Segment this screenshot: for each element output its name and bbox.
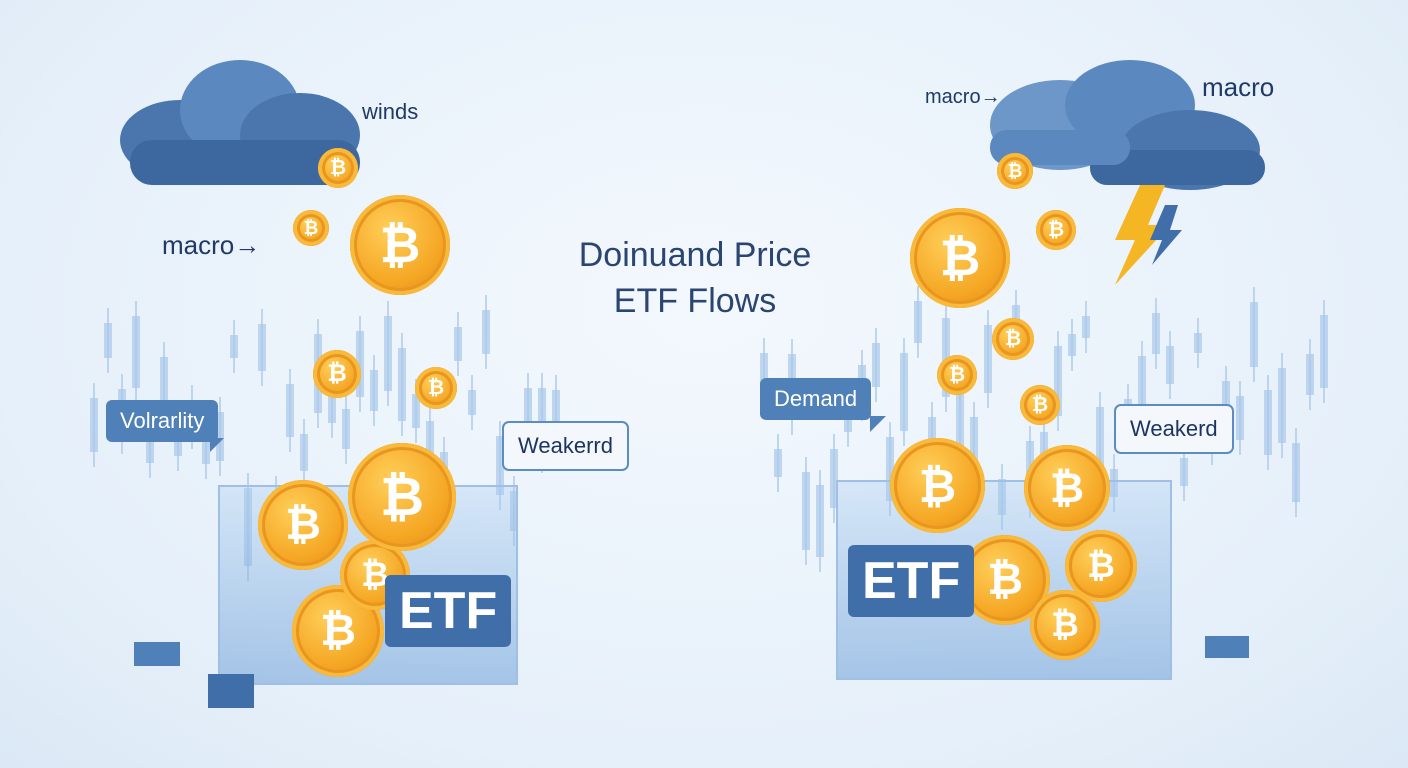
candlestick-wick [777,433,779,492]
macro-label-left: macro→ [162,230,261,260]
bitcoin-coin: ₿ [1065,530,1137,602]
bitcoin-coin: ₿ [350,195,450,295]
candlestick-wick [93,383,95,467]
candlestick-wick [1085,301,1087,353]
candlestick-wick [177,416,179,472]
storm-cloud-right [990,60,1265,190]
candlestick-wick [1295,428,1297,517]
candlestick-wick [973,402,975,481]
candlestick-wick [1197,317,1199,368]
bitcoin-coin: ₿ [258,480,348,570]
bitcoin-coin: ₿ [937,355,977,395]
candlestick-wick [805,456,807,565]
bitcoin-coin: ₿ [318,148,358,188]
candlestick-wick [763,337,765,402]
candlestick-wick [1141,340,1143,421]
lightning-icon [1115,185,1182,285]
bitcoin-coin: ₿ [1030,590,1100,660]
bitcoin-coin: ₿ [313,350,361,398]
etf-label-left: ETF [385,575,512,647]
candlestick-wick [107,308,109,373]
candlestick-wick [485,294,487,370]
title-line-1: Doinuand Price [578,236,812,274]
bubble-tail [870,416,886,432]
candlestick-wick [1057,330,1059,431]
candlestick-wick [889,422,891,517]
candlestick-wick [1183,443,1185,502]
bitcoin-coin: ₿ [910,208,1010,308]
page-title: Doinuand Price ETF Flows [520,232,870,324]
candlestick-wick [261,309,263,386]
bitcoin-coin: ₿ [890,438,985,533]
bitcoin-coin: ₿ [415,367,457,409]
candlestick-wick [819,470,821,572]
candlestick-wick [345,394,347,465]
candlestick-wick [219,397,221,477]
candlestick-wick [331,374,333,439]
candlestick-wick [135,300,137,404]
candlestick-wick [1253,286,1255,383]
candlestick-wick [205,419,207,479]
candlestick-wick [847,395,849,448]
candlestick-wick [1281,352,1283,459]
candlestick-wick [401,332,403,436]
block-decoration [134,642,180,666]
candlestick-wick [555,375,557,452]
bitcoin-coin: ₿ [997,153,1033,189]
block-decoration [208,674,254,708]
candlestick-wick [1155,297,1157,370]
bitcoin-coin: ₿ [992,318,1034,360]
bitcoin-coin: ₿ [960,535,1050,625]
winds-label: winds [362,99,419,124]
candlestick-wick [527,372,529,453]
candlestick-wick [359,315,361,413]
candlestick-wick [1309,338,1311,411]
macro-label-right: macro [1202,72,1275,102]
bitcoin-coin: ₿ [293,210,329,246]
demand-bubble: Demand [760,378,872,420]
macro-arrow-label-right: macro→ [925,86,1001,108]
block-decoration [1205,636,1249,658]
candlestick-wick [233,320,235,374]
candlestick-wick [875,328,877,402]
candlestick-wick [471,375,473,431]
candlestick-wick [903,338,905,446]
bitcoin-coin: ₿ [1036,210,1076,250]
candlestick-wick [429,405,431,480]
weakened-bubble-right: Weakerd [1114,404,1234,454]
candlestick-wick [959,376,961,479]
bitcoin-coin: ₿ [1020,385,1060,425]
candlestick-wick [289,368,291,452]
candlestick-wick [163,341,165,439]
candlestick-wick [1071,318,1073,371]
etf-label-right: ETF [848,545,975,617]
weakened-bubble-left: Weakerrd [502,421,629,471]
candlestick-wick [987,310,989,408]
candlestick-wick [303,419,305,487]
candlestick-wick [1099,392,1101,493]
volatility-bubble: Volrarlity [106,400,219,442]
candlestick-wick [1239,380,1241,456]
title-line-2: ETF Flows [613,282,777,320]
storm-cloud-left [120,60,360,185]
candlestick-wick [1323,300,1325,404]
candlestick-wick [917,286,919,358]
candlestick-wick [387,300,389,407]
bitcoin-coin: ₿ [348,443,456,551]
candlestick-wick [1225,365,1227,423]
candlestick-wick [457,312,459,376]
candlestick-wick [373,355,375,427]
candlestick-wick [1169,331,1171,399]
bitcoin-coin: ₿ [1024,445,1110,531]
candlestick-wick [1267,375,1269,470]
bubble-tail [210,438,224,452]
candlestick-wick [415,379,417,444]
candlestick-wick [833,434,835,523]
candlestick-wick [499,421,501,510]
